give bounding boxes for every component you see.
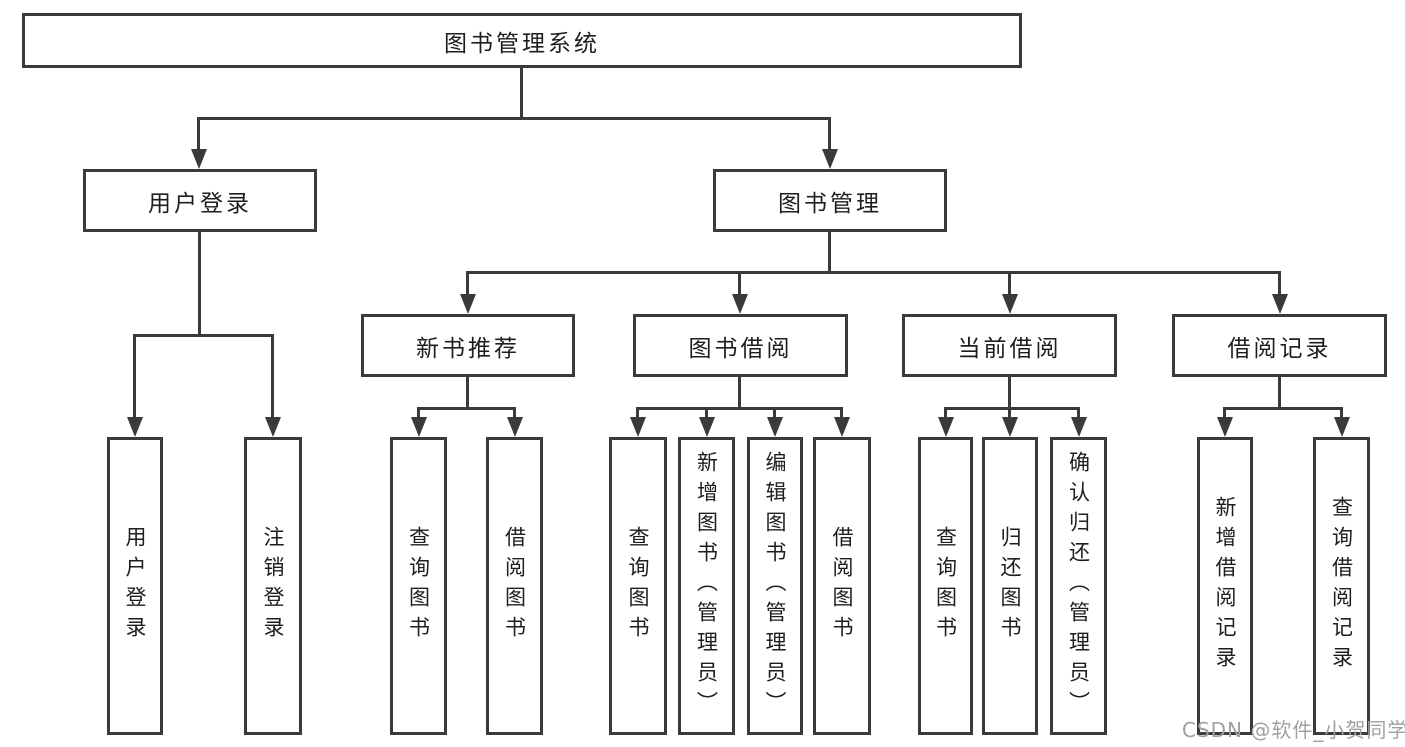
connector-line xyxy=(198,232,201,336)
connector-line xyxy=(197,117,831,120)
node-current-borrow: 当前借阅 xyxy=(902,314,1117,377)
leaf-edit-books-admin: 编辑图书（管理员） xyxy=(747,437,803,735)
leaf-borrow-books-recommend: 借阅图书 xyxy=(486,437,543,735)
arrowhead-down-icon xyxy=(938,417,954,437)
arrowhead-down-icon xyxy=(1272,294,1288,314)
node-user-login: 用户登录 xyxy=(83,169,317,232)
connector-line xyxy=(1278,271,1281,296)
connector-line xyxy=(636,407,843,410)
leaf-add-borrow-record: 新增借阅记录 xyxy=(1197,437,1253,735)
arrowhead-down-icon xyxy=(767,417,783,437)
node-borrow-records-label: 借阅记录 xyxy=(1227,335,1332,362)
leaf-borrow-books: 借阅图书 xyxy=(813,437,871,735)
leaf-query-books-recommend: 查询图书 xyxy=(390,437,447,735)
connector-line xyxy=(1008,377,1011,409)
arrowhead-down-icon xyxy=(822,149,838,169)
node-book-borrow: 图书借阅 xyxy=(633,314,848,377)
csdn-watermark: CSDN @软件_小贺同学 xyxy=(1182,718,1405,742)
connector-line xyxy=(1278,377,1281,409)
node-book-management: 图书管理 xyxy=(713,169,947,232)
connector-line xyxy=(133,334,274,337)
leaf-user-login: 用户登录 xyxy=(107,437,163,735)
connector-line xyxy=(773,407,776,419)
leaf-return-books-label: 归还图书 xyxy=(998,526,1023,646)
leaf-query-books-borrow: 查询图书 xyxy=(609,437,667,735)
leaf-query-books-current-label: 查询图书 xyxy=(933,526,958,646)
connector-line xyxy=(271,334,274,419)
arrowhead-down-icon xyxy=(732,294,748,314)
connector-line xyxy=(944,407,1080,410)
node-user-login-label: 用户登录 xyxy=(148,190,252,217)
connector-line xyxy=(133,334,136,419)
connector-line xyxy=(466,271,469,296)
leaf-query-books-current: 查询图书 xyxy=(918,437,973,735)
arrowhead-down-icon xyxy=(1002,417,1018,437)
connector-line xyxy=(828,117,831,150)
arrowhead-down-icon xyxy=(834,417,850,437)
connector-line xyxy=(944,407,947,419)
connector-line xyxy=(466,271,1281,274)
arrowhead-down-icon xyxy=(699,417,715,437)
leaf-confirm-return-admin-label: 确认归还（管理员） xyxy=(1066,451,1091,721)
arrowhead-down-icon xyxy=(191,149,207,169)
leaf-add-borrow-record-label: 新增借阅记录 xyxy=(1213,496,1238,676)
leaf-borrow-books-label: 借阅图书 xyxy=(830,526,855,646)
arrowhead-down-icon xyxy=(1334,417,1350,437)
connector-line xyxy=(636,407,639,419)
arrowhead-down-icon xyxy=(127,417,143,437)
arrowhead-down-icon xyxy=(1002,294,1018,314)
node-book-management-label: 图书管理 xyxy=(778,190,882,217)
connector-line xyxy=(705,407,708,419)
connector-line xyxy=(1340,407,1343,419)
leaf-edit-books-admin-label: 编辑图书（管理员） xyxy=(763,451,788,721)
arrowhead-down-icon xyxy=(411,417,427,437)
connector-line xyxy=(738,271,741,296)
node-book-borrow-label: 图书借阅 xyxy=(688,335,793,362)
connector-line xyxy=(738,377,741,409)
connector-line xyxy=(1008,407,1011,419)
connector-line xyxy=(840,407,843,419)
arrowhead-down-icon xyxy=(507,417,523,437)
connector-line xyxy=(1077,407,1080,419)
leaf-user-login-label: 用户登录 xyxy=(123,526,148,646)
leaf-add-books-admin-label: 新增图书（管理员） xyxy=(694,451,719,721)
leaf-query-books-borrow-label: 查询图书 xyxy=(626,526,651,646)
leaf-add-books-admin: 新增图书（管理员） xyxy=(678,437,735,735)
connector-line xyxy=(828,232,831,273)
connector-line xyxy=(417,407,516,410)
node-new-book-recommend-label: 新书推荐 xyxy=(416,335,520,362)
leaf-borrow-books-recommend-label: 借阅图书 xyxy=(502,526,527,646)
leaf-return-books: 归还图书 xyxy=(982,437,1038,735)
connector-line xyxy=(513,407,516,419)
node-root-library-system: 图书管理系统 xyxy=(22,13,1022,68)
arrowhead-down-icon xyxy=(1071,417,1087,437)
arrowhead-down-icon xyxy=(630,417,646,437)
node-root-label: 图书管理系统 xyxy=(444,30,600,57)
arrowhead-down-icon xyxy=(460,294,476,314)
leaf-query-borrow-record: 查询借阅记录 xyxy=(1313,437,1370,735)
connector-line xyxy=(1008,271,1011,296)
connector-line xyxy=(417,407,420,419)
leaf-query-books-recommend-label: 查询图书 xyxy=(406,526,431,646)
arrowhead-down-icon xyxy=(1217,417,1233,437)
leaf-query-borrow-record-label: 查询借阅记录 xyxy=(1329,496,1354,676)
leaf-confirm-return-admin: 确认归还（管理员） xyxy=(1050,437,1107,735)
connector-line xyxy=(1223,407,1343,410)
connector-line xyxy=(520,68,523,118)
connector-line xyxy=(1223,407,1226,419)
node-borrow-records: 借阅记录 xyxy=(1172,314,1387,377)
leaf-logout-label: 注销登录 xyxy=(261,526,286,646)
connector-line xyxy=(197,117,200,150)
connector-line xyxy=(466,377,469,409)
node-new-book-recommend: 新书推荐 xyxy=(361,314,575,377)
node-current-borrow-label: 当前借阅 xyxy=(957,335,1062,362)
arrowhead-down-icon xyxy=(265,417,281,437)
leaf-logout: 注销登录 xyxy=(244,437,302,735)
